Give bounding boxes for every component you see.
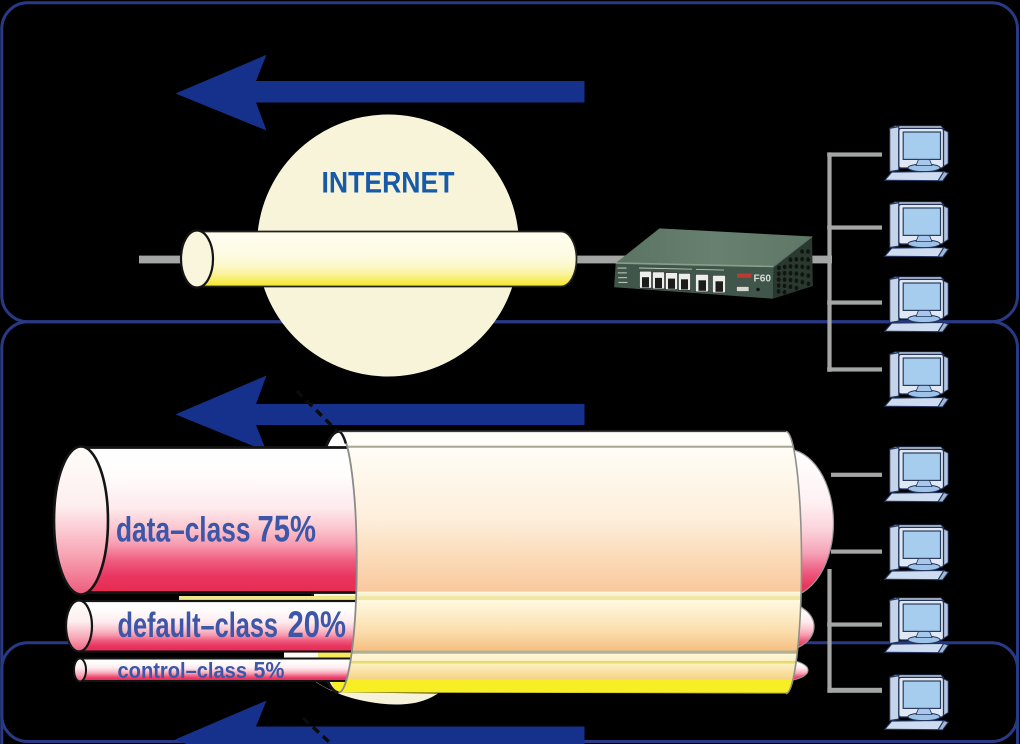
svg-text:75%: 75%	[258, 508, 317, 550]
svg-text:F60: F60	[754, 273, 772, 285]
svg-text:data–class: data–class	[116, 511, 251, 550]
svg-text:5%: 5%	[254, 657, 285, 683]
svg-text:INTERNET: INTERNET	[322, 167, 455, 200]
svg-text:control–class: control–class	[118, 658, 248, 683]
svg-text:default–class: default–class	[118, 606, 279, 645]
svg-text:20%: 20%	[288, 603, 347, 645]
